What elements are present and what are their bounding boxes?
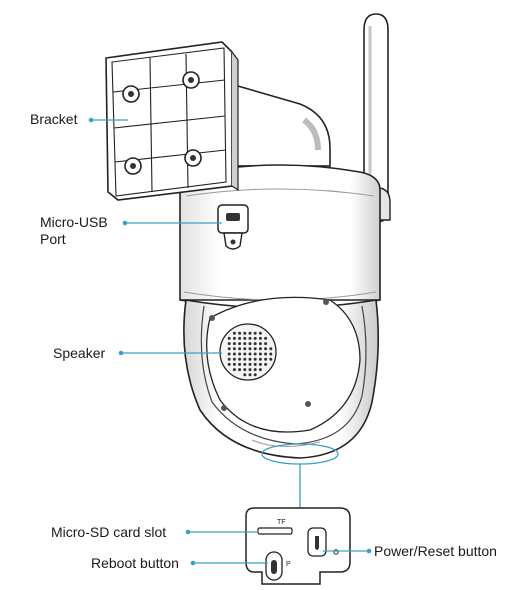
label-power-reset: Power/Reset button (374, 543, 497, 559)
label-reboot: Reboot button (91, 555, 179, 571)
camera-dome (183, 296, 380, 459)
label-micro-sd: Micro-SD card slot (51, 524, 167, 540)
bottom-panel: TF P (245, 507, 351, 585)
micro-usb-port (217, 204, 249, 250)
speaker-grille (219, 323, 277, 381)
label-bracket: Bracket (30, 111, 78, 127)
p-mark: P (286, 561, 291, 568)
label-micro-usb-line1: Micro-USB (40, 214, 108, 230)
label-speaker: Speaker (53, 345, 106, 361)
mounting-arm (223, 80, 331, 177)
tf-mark: TF (277, 519, 286, 526)
label-micro-usb-line2: Port (40, 231, 66, 247)
bracket-plate (105, 41, 239, 201)
micro-sd-slot (257, 527, 293, 535)
leader-lines (88, 117, 372, 566)
